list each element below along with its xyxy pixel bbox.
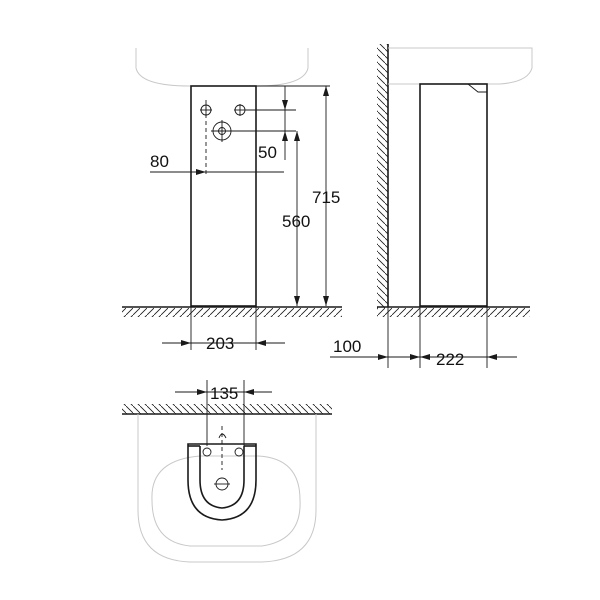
plan-basin-inner xyxy=(151,455,301,547)
front-floor-hatch xyxy=(122,308,342,317)
side-pedestal xyxy=(419,83,488,307)
dim-135-label: 135 xyxy=(210,384,238,403)
plan-view: 135 xyxy=(122,380,332,563)
side-floor-hatch xyxy=(377,308,530,317)
front-view: 80 50 560 715 203 xyxy=(122,48,342,353)
dim-560-label: 560 xyxy=(282,212,310,231)
side-wall-hatch xyxy=(377,44,388,308)
plan-pedestal-outer xyxy=(187,443,257,521)
side-basin-outline xyxy=(388,47,533,85)
front-pedestal xyxy=(190,85,257,307)
plan-pipe-right xyxy=(234,447,244,457)
dim-80-label: 80 xyxy=(150,152,169,171)
side-view: 100 222 xyxy=(330,44,533,369)
plan-basin-outer xyxy=(137,414,317,563)
front-basin-outline xyxy=(135,48,309,87)
plan-wall-hatch xyxy=(122,404,332,414)
plan-pipe-left xyxy=(202,447,212,457)
dim-222-label: 222 xyxy=(436,350,464,369)
dim-100-label: 100 xyxy=(333,337,361,356)
plan-pedestal-inner xyxy=(199,446,245,509)
dim-715-label: 715 xyxy=(312,188,340,207)
dim-50-label: 50 xyxy=(258,143,277,162)
dim-203-label: 203 xyxy=(206,334,234,353)
